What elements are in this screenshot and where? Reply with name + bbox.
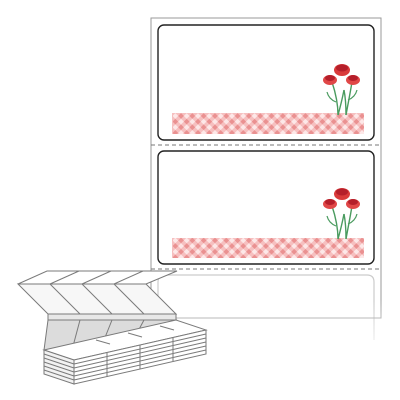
label-2-gingham-band bbox=[172, 238, 364, 258]
label-1 bbox=[157, 24, 375, 141]
label-1-border bbox=[157, 24, 375, 141]
fanfold-stack-icon bbox=[16, 270, 208, 385]
label-2-border bbox=[157, 150, 375, 265]
label-1-gingham-band bbox=[172, 113, 364, 134]
carnation-icon bbox=[323, 64, 360, 116]
carnation-icon bbox=[323, 188, 360, 240]
label-2 bbox=[157, 150, 375, 265]
